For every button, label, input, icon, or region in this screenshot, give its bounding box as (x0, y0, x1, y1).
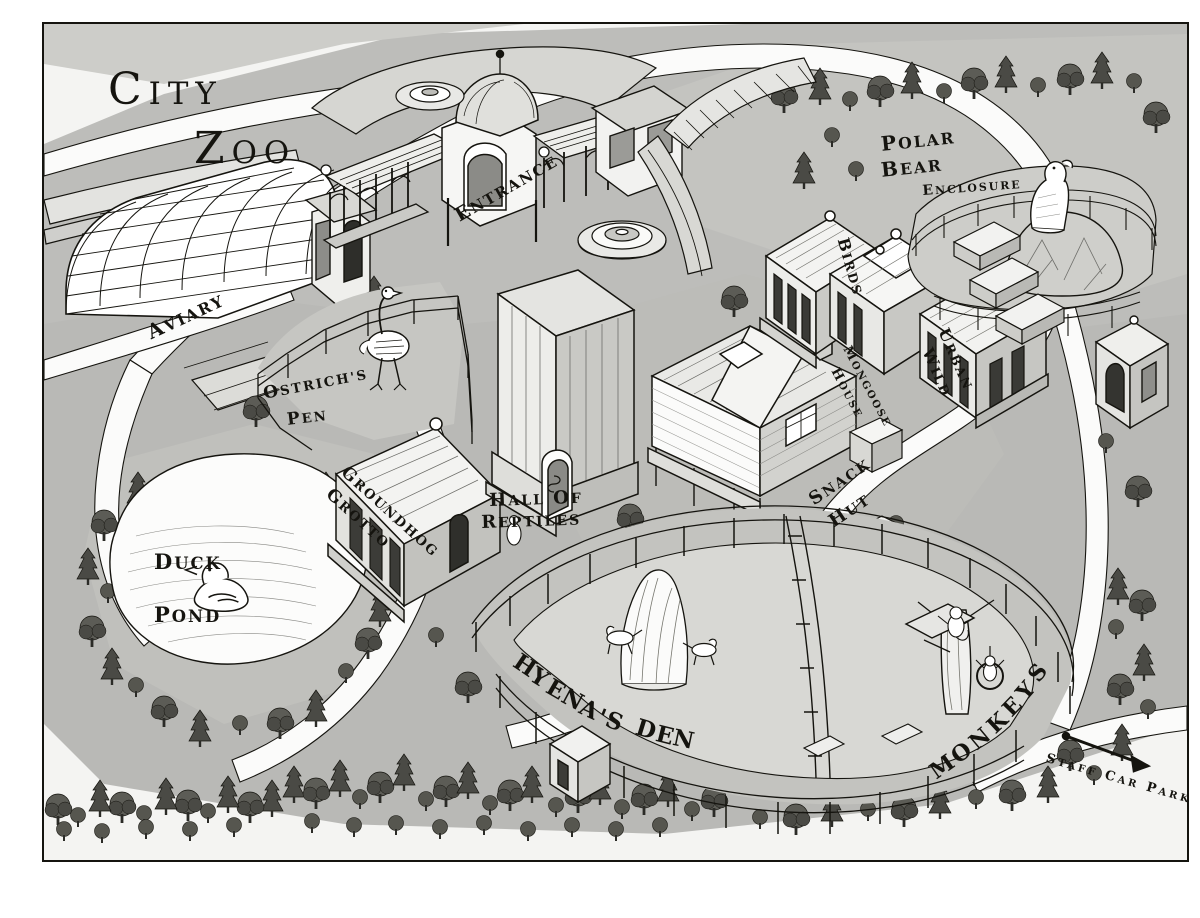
hall-of-reptiles (485, 269, 639, 546)
label-hall-of-text: HALL OF (488, 487, 584, 511)
label-hall-of: HALL OF (488, 487, 584, 511)
label-bear: BEAR (880, 154, 944, 182)
groundhog-grotto (327, 417, 502, 624)
label-duck-text: DUCK (154, 549, 222, 574)
staff-car-park-marker (548, 723, 1152, 804)
entrance-gate (310, 46, 692, 260)
duck-pond (109, 453, 369, 665)
label-pond-text: POND (154, 602, 222, 627)
terrace-stairs (637, 57, 1170, 430)
title-line-2: ZOO (194, 123, 297, 174)
aviary-building (65, 158, 378, 319)
ostrich-pen (257, 282, 473, 451)
map-frame: CITY ZOO ENTRANCE AVIARY OSTRICH'S PEN G… (42, 22, 1189, 862)
label-reptiles: REPTILES (481, 511, 582, 533)
page-title: CITY ZOO (108, 64, 296, 174)
polar-bear-enclosure (907, 159, 1157, 346)
title-line-1: CITY (108, 64, 223, 115)
label-duck: DUCK (154, 551, 222, 573)
arc-enclosure (471, 505, 1075, 834)
label-pond: POND (154, 604, 221, 626)
label-reptiles-text: REPTILES (480, 511, 582, 533)
